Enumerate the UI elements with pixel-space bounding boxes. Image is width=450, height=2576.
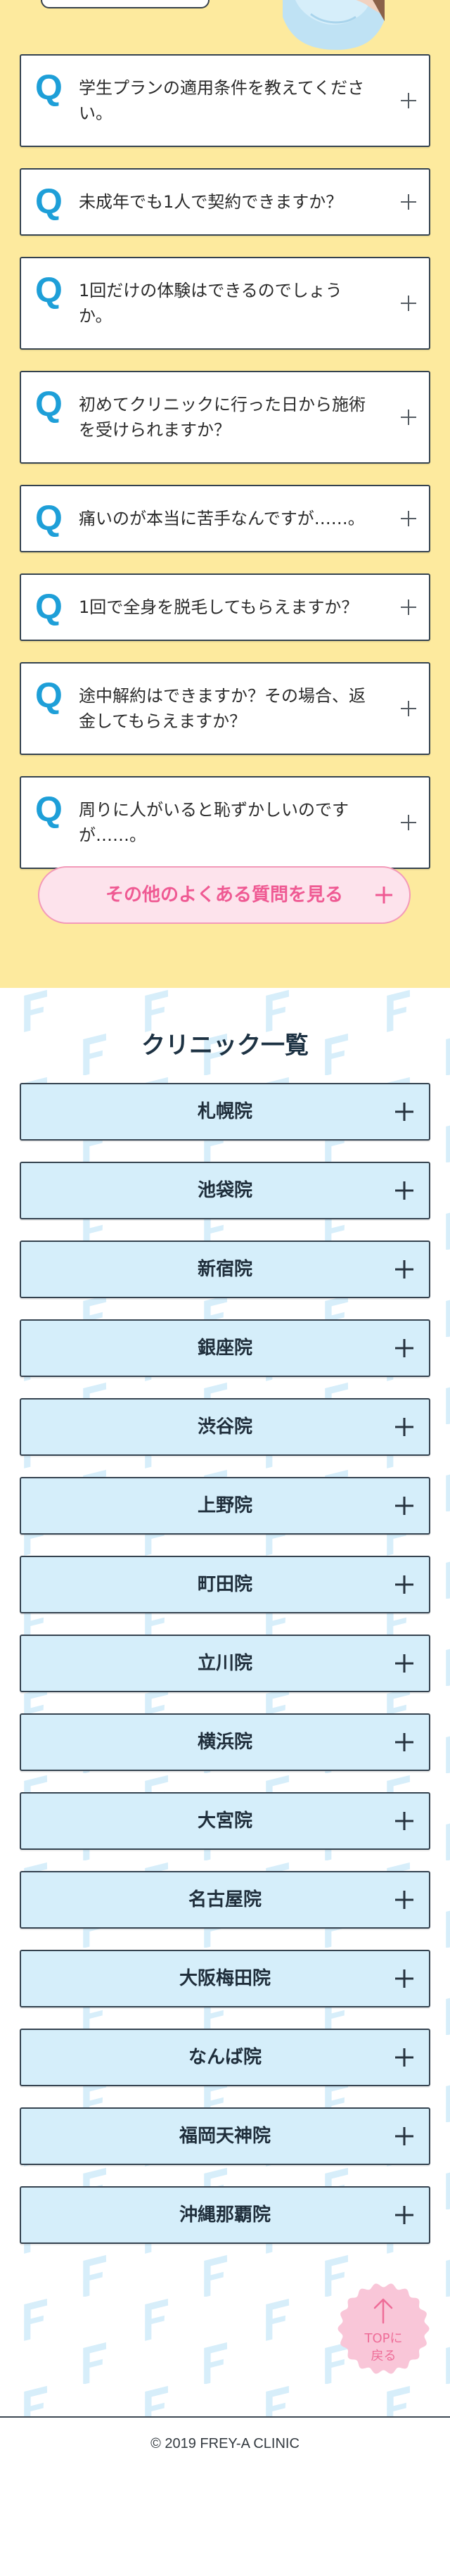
model-photo [283, 0, 385, 50]
back-to-top-button[interactable]: TOPに 戻る [337, 2282, 430, 2375]
q-mark: Q [35, 270, 63, 310]
clinic-item-yokohama[interactable]: 横浜院 [20, 1713, 430, 1771]
clinic-item-osaka-umeda[interactable]: 大阪梅田院 [20, 1950, 430, 2007]
q-mark: Q [35, 789, 63, 829]
clinic-item-namba[interactable]: なんば院 [20, 2029, 430, 2086]
clinic-item-fukuoka-tenjin[interactable]: 福岡天神院 [20, 2107, 430, 2165]
plus-icon [395, 1260, 413, 1279]
back-to-top-badge [338, 2283, 430, 2374]
previous-card-fragment [41, 0, 210, 8]
clinic-item-okinawa-naha[interactable]: 沖縄那覇院 [20, 2186, 430, 2244]
clinic-name: 銀座院 [197, 1338, 252, 1359]
plus-icon [395, 1575, 413, 1594]
faq-item[interactable]: Q 1回だけの体験はできるのでしょうか。 [20, 257, 430, 350]
faq-question: 1回だけの体験はできるのでしょうか。 [79, 281, 342, 326]
plus-icon [395, 2127, 413, 2145]
plus-icon [401, 511, 416, 526]
plus-icon [401, 93, 416, 108]
plus-icon [395, 1891, 413, 1909]
faq-item[interactable]: Q 痛いのが本当に苦手なんですが……。 [20, 485, 430, 552]
q-mark: Q [35, 68, 63, 107]
faq-question: 痛いのが本当に苦手なんですが……。 [79, 509, 365, 528]
more-faq-label: その他のよくある質問を見る [105, 884, 343, 906]
clinic-name: 新宿院 [197, 1259, 252, 1280]
more-faq-button[interactable]: その他のよくある質問を見る [38, 866, 411, 924]
clinic-name: 渋谷院 [197, 1416, 252, 1438]
faq-question: 1回で全身を脱毛してもらえますか？ [79, 597, 359, 617]
clinic-item-omiya[interactable]: 大宮院 [20, 1792, 430, 1850]
plus-icon [401, 599, 416, 615]
clinic-item-ueno[interactable]: 上野院 [20, 1477, 430, 1535]
faq-item[interactable]: Q 未成年でも1人で契約できますか？ [20, 168, 430, 236]
plus-icon [395, 1497, 413, 1515]
faq-question: 周りに人がいると恥ずかしいのですが……。 [79, 800, 349, 845]
clinic-item-ikebukuro[interactable]: 池袋院 [20, 1162, 430, 1219]
clinic-name: 横浜院 [197, 1732, 252, 1753]
q-mark: Q [35, 675, 63, 715]
back-to-top-label: TOPに 戻る [337, 2330, 430, 2365]
plus-icon [375, 887, 392, 903]
plus-icon [401, 701, 416, 716]
faq-list: Q 学生プランの適用条件を教えてください。 Q 未成年でも1人で契約できますか？… [20, 54, 430, 890]
clinic-item-machida[interactable]: 町田院 [20, 1556, 430, 1613]
plus-icon [401, 815, 416, 830]
back-to-top-line2: 戻る [371, 2349, 397, 2364]
plus-icon [395, 2206, 413, 2224]
plus-icon [395, 1654, 413, 1673]
plus-icon [395, 2048, 413, 2067]
faq-item[interactable]: Q 1回で全身を脱毛してもらえますか？ [20, 573, 430, 641]
clinic-list-title: クリニック一覧 [141, 1032, 309, 1060]
plus-icon [395, 1103, 413, 1121]
clinic-section: クリニック一覧 札幌院 池袋院 新宿院 銀座院 渋谷院 [0, 988, 450, 2416]
clinic-item-tachikawa[interactable]: 立川院 [20, 1635, 430, 1692]
faq-section: Q 学生プランの適用条件を教えてください。 Q 未成年でも1人で契約できますか？… [0, 0, 450, 988]
plus-icon [395, 1969, 413, 1988]
copyright: © 2019 FREY-A CLINIC [150, 2436, 300, 2451]
clinic-item-shinjuku[interactable]: 新宿院 [20, 1241, 430, 1298]
q-mark: Q [35, 498, 63, 538]
faq-question: 学生プランの適用条件を教えてください。 [79, 78, 365, 123]
clinic-item-nagoya[interactable]: 名古屋院 [20, 1871, 430, 1929]
clinic-name: なんば院 [188, 2047, 262, 2068]
faq-item[interactable]: Q 周りに人がいると恥ずかしいのですが……。 [20, 776, 430, 869]
q-mark: Q [35, 182, 63, 221]
plus-icon [395, 1733, 413, 1751]
clinic-name: 池袋院 [197, 1180, 252, 1201]
clinic-name: 沖縄那覇院 [179, 2204, 271, 2226]
clinic-item-sapporo[interactable]: 札幌院 [20, 1083, 430, 1141]
footer: © 2019 FREY-A CLINIC [0, 2416, 450, 2576]
faq-question: 未成年でも1人で契約できますか？ [79, 192, 343, 212]
q-mark: Q [35, 587, 63, 626]
faq-item[interactable]: Q 途中解約はできますか？その場合、返金してもらえますか？ [20, 662, 430, 755]
clinic-item-shibuya[interactable]: 渋谷院 [20, 1398, 430, 1456]
plus-icon [401, 410, 416, 425]
arrow-up-icon [373, 2298, 393, 2324]
clinic-name: 福岡天神院 [179, 2126, 271, 2147]
faq-item[interactable]: Q 初めてクリニックに行った日から施術を受けられますか？ [20, 371, 430, 464]
clinic-item-ginza[interactable]: 銀座院 [20, 1319, 430, 1377]
plus-icon [401, 296, 416, 311]
clinic-list: 札幌院 池袋院 新宿院 銀座院 渋谷院 上野院 [20, 1083, 430, 2265]
plus-icon [395, 1339, 413, 1357]
plus-icon [395, 1812, 413, 1830]
plus-icon [395, 1181, 413, 1200]
clinic-name: 大阪梅田院 [179, 1968, 271, 1989]
clinic-name: 札幌院 [197, 1101, 252, 1122]
back-to-top-line1: TOPに [364, 2331, 403, 2346]
faq-question: 途中解約はできますか？その場合、返金してもらえますか？ [79, 686, 366, 731]
f-logo-pattern [0, 988, 450, 2416]
clinic-name: 名古屋院 [188, 1889, 262, 1910]
q-mark: Q [35, 384, 63, 424]
clinic-name: 立川院 [197, 1653, 252, 1674]
faq-item[interactable]: Q 学生プランの適用条件を教えてください。 [20, 54, 430, 147]
clinic-name: 大宮院 [197, 1810, 252, 1832]
clinic-name: 上野院 [197, 1495, 252, 1516]
clinic-name: 町田院 [197, 1574, 252, 1595]
faq-question: 初めてクリニックに行った日から施術を受けられますか？ [79, 395, 366, 440]
plus-icon [401, 194, 416, 210]
plus-icon [395, 1418, 413, 1436]
